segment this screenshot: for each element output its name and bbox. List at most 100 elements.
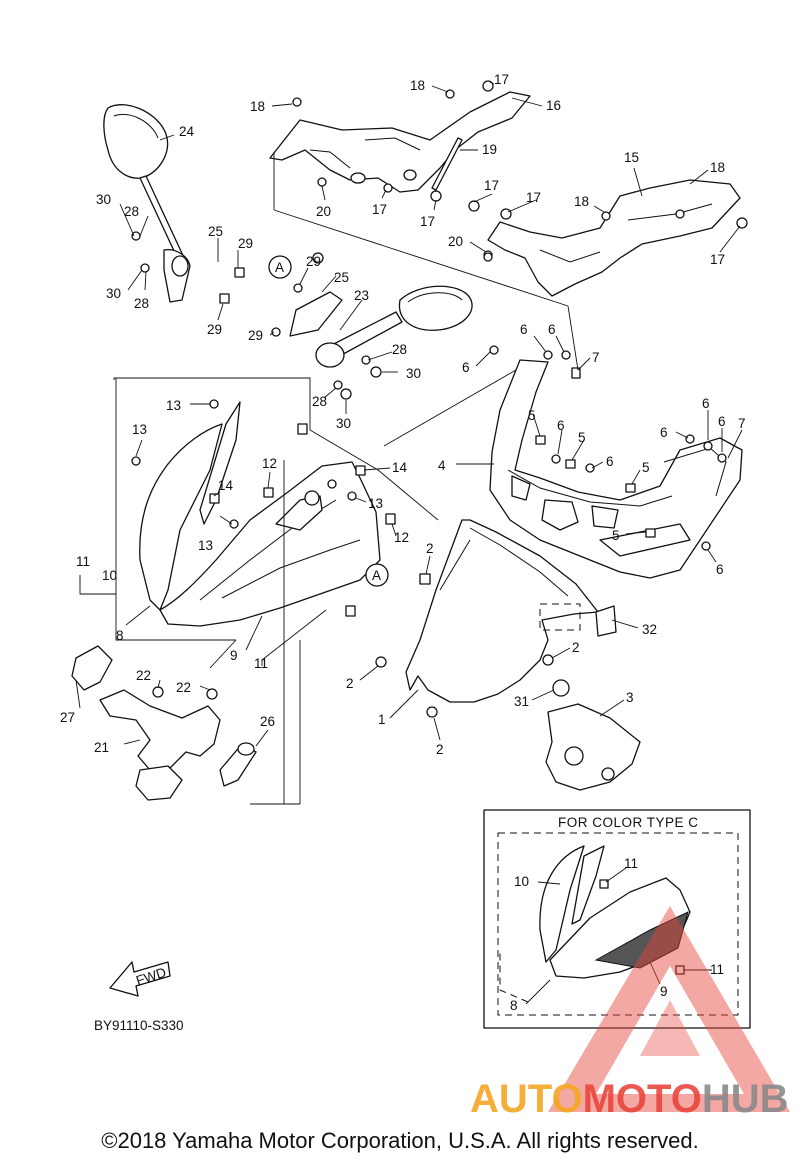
diagram-code: BY91110-S330 xyxy=(94,1018,184,1033)
callout-32: 32 xyxy=(642,622,657,637)
fwd-arrow-icon xyxy=(109,961,171,997)
callout-10: 10 xyxy=(514,874,529,889)
callout-5: 5 xyxy=(612,528,620,543)
callout-6: 6 xyxy=(702,396,710,411)
callout-30: 30 xyxy=(96,192,111,207)
callout-2: 2 xyxy=(436,742,444,757)
windscreen xyxy=(405,519,599,703)
callout-11: 11 xyxy=(710,962,724,977)
callout-29: 29 xyxy=(207,322,222,337)
watermark-auto: AUTO xyxy=(470,1077,583,1121)
callout-17: 17 xyxy=(420,214,435,229)
callout-6: 6 xyxy=(660,425,668,440)
callout-25: 25 xyxy=(208,224,223,239)
callout-23: 23 xyxy=(354,288,369,303)
callout-6: 6 xyxy=(606,454,614,469)
leader-lines xyxy=(75,81,743,805)
callout-17: 17 xyxy=(372,202,387,217)
watermark-text: AUTOMOTOHUB xyxy=(470,1077,789,1121)
callout-1: 1 xyxy=(378,712,386,727)
callout-11: 11 xyxy=(254,656,268,671)
inner-cowling xyxy=(489,359,743,579)
callout-7: 7 xyxy=(738,416,746,431)
callout-29: 29 xyxy=(238,236,253,251)
callout-6: 6 xyxy=(520,322,528,337)
callout-12: 12 xyxy=(262,456,277,471)
callout-28: 28 xyxy=(312,394,327,409)
color-type-c-inset xyxy=(483,809,751,1029)
callout-24: 24 xyxy=(179,124,195,139)
callout-30: 30 xyxy=(106,286,121,301)
callout-18: 18 xyxy=(574,194,589,209)
callout-18: 18 xyxy=(410,78,425,93)
callout-11: 11 xyxy=(76,554,90,569)
callout-6: 6 xyxy=(462,360,470,375)
watermark-hub: HUB xyxy=(702,1077,789,1121)
callout-20: 20 xyxy=(316,204,331,219)
callout-18: 18 xyxy=(710,160,725,175)
callout-27: 27 xyxy=(60,710,75,725)
callout-21: 21 xyxy=(94,740,109,755)
callout-5: 5 xyxy=(578,430,586,445)
callout-15: 15 xyxy=(624,150,639,165)
callout-6: 6 xyxy=(716,562,724,577)
callout-6: 6 xyxy=(718,414,726,429)
callout-8: 8 xyxy=(116,628,124,643)
upper-inner-panel xyxy=(269,91,531,193)
callout-25: 25 xyxy=(334,270,349,285)
callout-14: 14 xyxy=(392,460,408,475)
callout-19: 19 xyxy=(482,142,497,157)
callout-13: 13 xyxy=(198,538,213,553)
meter-bracket-hole xyxy=(237,742,255,756)
grommet xyxy=(552,679,570,697)
callout-13: 13 xyxy=(132,422,147,437)
callout-28: 28 xyxy=(124,204,139,219)
callout-10: 10 xyxy=(102,568,117,583)
callout-22: 22 xyxy=(176,680,191,695)
callout-6: 6 xyxy=(548,322,556,337)
callout-7: 7 xyxy=(592,350,600,365)
front-cowl xyxy=(139,401,381,627)
copyright-notice: ©2018 Yamaha Motor Corporation, U.S.A. A… xyxy=(101,1128,699,1153)
fwd-label: FWD xyxy=(134,965,168,989)
ref-mark-A-2 xyxy=(365,563,389,587)
callout-17: 17 xyxy=(484,178,499,193)
callout-28: 28 xyxy=(134,296,149,311)
callout-30: 30 xyxy=(336,416,351,431)
watermark-moto: MOTO xyxy=(583,1077,702,1121)
nose-cover xyxy=(545,703,641,791)
callout-28: 28 xyxy=(392,342,407,357)
callout-17: 17 xyxy=(710,252,725,267)
callout-2: 2 xyxy=(346,676,354,691)
callout-3: 3 xyxy=(626,690,634,705)
callout-5: 5 xyxy=(642,460,650,475)
callout-31: 31 xyxy=(514,694,529,709)
exploded-parts-diagram: 24 30 28 25 29 30 28 29 18 18 17 16 19 2… xyxy=(60,72,790,1121)
callout-6: 6 xyxy=(557,418,565,433)
ref-mark-A-1 xyxy=(268,255,292,279)
watermark-triangle-icon xyxy=(548,906,790,1112)
callout-20: 20 xyxy=(448,234,463,249)
callout-numbers: 24 30 28 25 29 30 28 29 18 18 17 16 19 2… xyxy=(60,72,746,1033)
callout-26: 26 xyxy=(260,714,275,729)
right-mirror xyxy=(289,285,473,368)
callout-2: 2 xyxy=(426,541,434,556)
ref-mark-A-label: A xyxy=(275,260,284,275)
callout-22: 22 xyxy=(136,668,151,683)
callout-17: 17 xyxy=(526,190,541,205)
callout-12: 12 xyxy=(394,530,409,545)
watermark-logo xyxy=(548,906,790,1112)
callout-29: 29 xyxy=(248,328,263,343)
part-shapes xyxy=(71,80,748,801)
callout-9: 9 xyxy=(660,984,668,999)
callout-13: 13 xyxy=(166,398,181,413)
callout-8: 8 xyxy=(510,998,518,1013)
callout-5: 5 xyxy=(528,408,536,423)
callout-11: 11 xyxy=(624,856,638,871)
ref-mark-A-label: A xyxy=(372,568,381,583)
callout-30: 30 xyxy=(406,366,421,381)
callout-29: 29 xyxy=(306,254,321,269)
callout-16: 16 xyxy=(546,98,561,113)
callout-14: 14 xyxy=(218,478,234,493)
callout-13: 13 xyxy=(368,496,383,511)
